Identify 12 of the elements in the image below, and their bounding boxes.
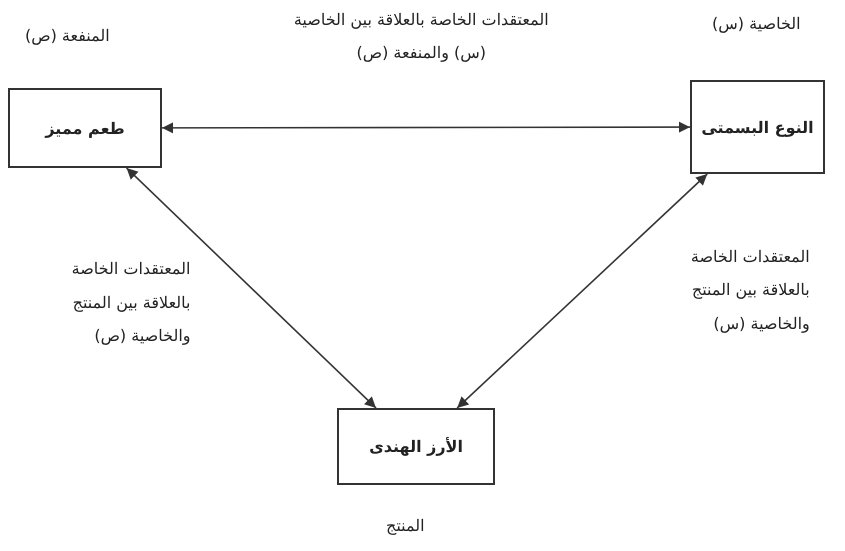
box-label: الأرز الهندى — [369, 437, 463, 456]
node-caption: المنفعة (ص) — [25, 26, 110, 45]
double-arrow — [126, 167, 377, 409]
box-label: النوع البسمتى — [701, 118, 814, 136]
node-caption: المنتج — [386, 516, 425, 535]
double-arrow — [456, 173, 708, 409]
concept-box — [8, 88, 162, 168]
concept-box — [337, 408, 495, 485]
node-caption: الخاصية (س) — [712, 14, 801, 33]
box-label: طعم مميز — [45, 118, 125, 138]
concept-box — [690, 80, 825, 174]
double-arrow — [162, 122, 690, 134]
